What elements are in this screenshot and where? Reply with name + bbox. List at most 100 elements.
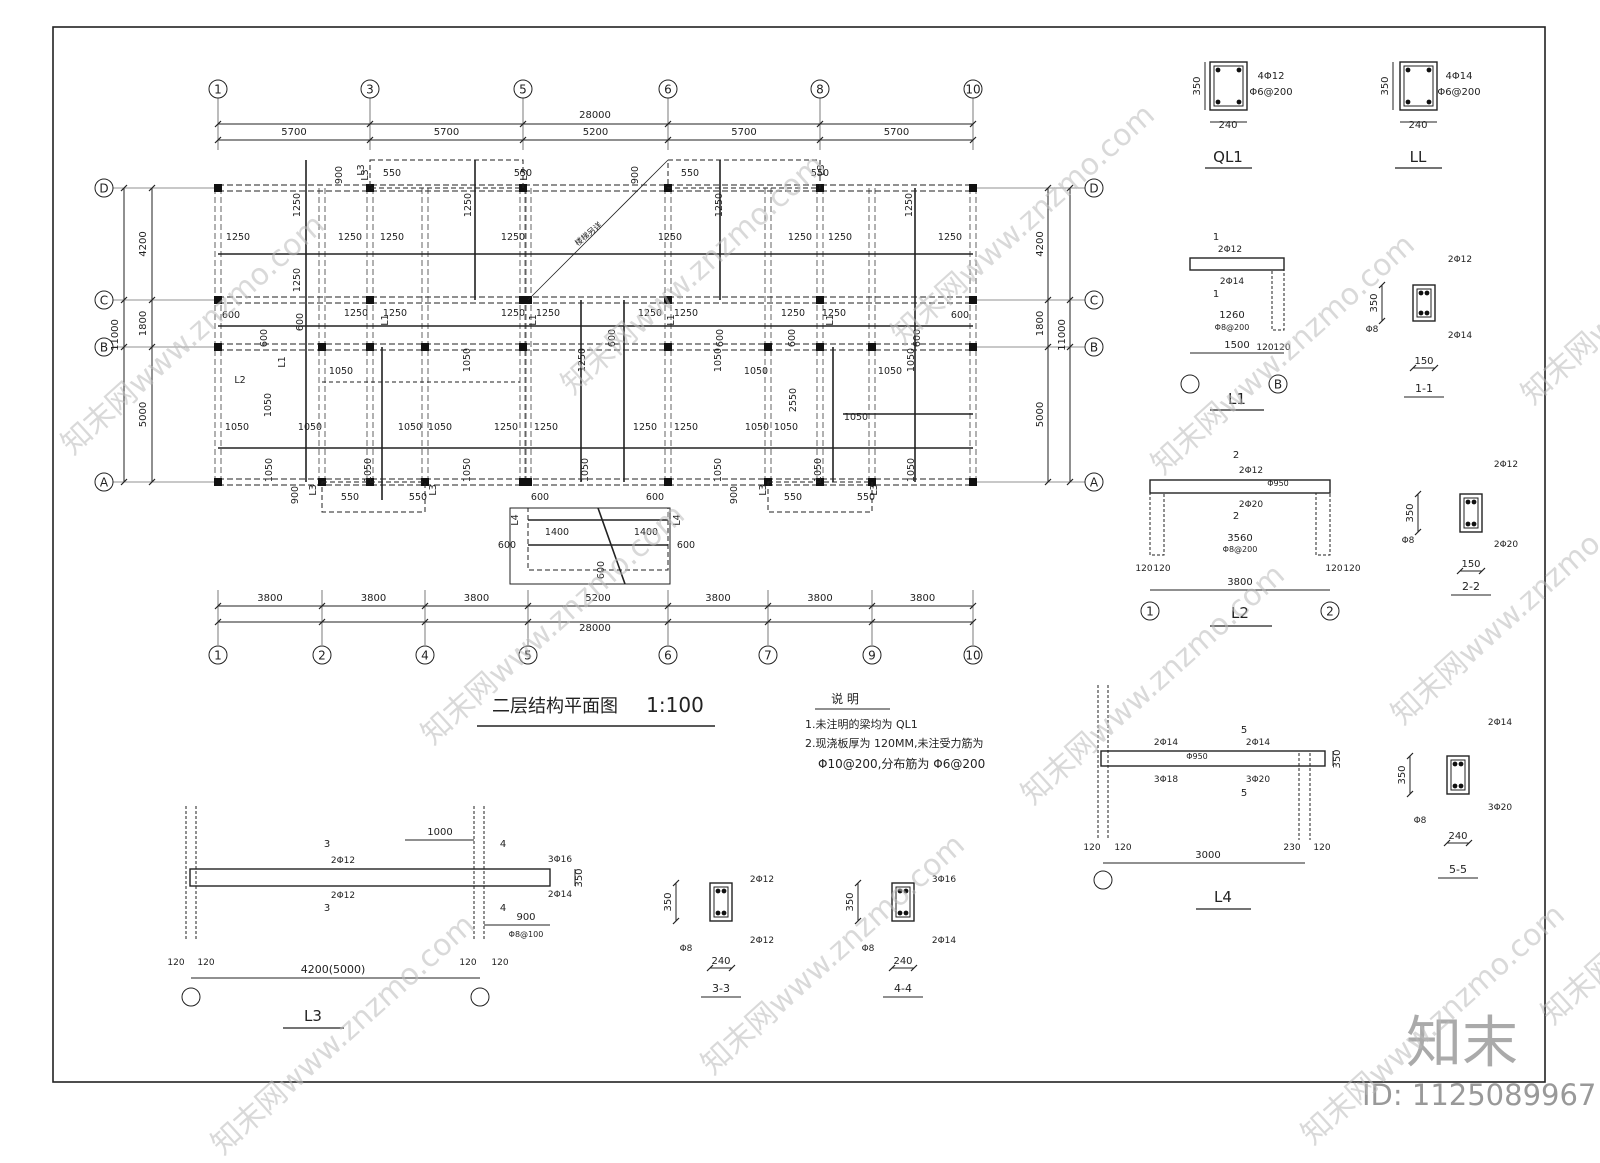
s11-rebar-dot xyxy=(1418,310,1424,316)
dim-tick xyxy=(672,879,680,887)
dim-tick xyxy=(1066,296,1074,304)
slab-dim-d900: 900 xyxy=(630,166,641,184)
dim-right-total: 11000 xyxy=(1057,319,1068,351)
dim-top-span: 5700 xyxy=(434,127,459,138)
dim-left-total: 11000 xyxy=(110,319,121,351)
dim-tick xyxy=(1456,567,1464,575)
l2-wall-right xyxy=(1315,492,1331,556)
slab-dim-d1250: 1250 xyxy=(292,268,303,292)
s33-stirrup xyxy=(713,886,729,918)
s22-rebar-dot xyxy=(1471,499,1477,505)
axis-bubble-top-label: 8 xyxy=(816,83,824,97)
s22-top: 2Φ12 xyxy=(1494,460,1518,470)
l4-w4: 120 xyxy=(1313,843,1330,853)
dim-bottom-total: 28000 xyxy=(579,623,611,634)
ll-rebar2: Φ6@200 xyxy=(1437,87,1480,98)
column xyxy=(969,184,977,192)
s22-rebar-dot xyxy=(1471,521,1477,527)
ql1-label: QL1 xyxy=(1213,148,1243,166)
slab-dim-L1: L1 xyxy=(825,314,836,325)
l4-span: 3000 xyxy=(1195,850,1220,861)
s11-width: 150 xyxy=(1414,356,1433,367)
dim-tick xyxy=(1066,478,1074,486)
l1-bottom: 2Φ14 xyxy=(1220,277,1245,287)
l3-w: 120 xyxy=(459,958,476,968)
column xyxy=(366,296,374,304)
balcony-bottom-right xyxy=(767,481,873,513)
slab-dim-d1250: 1250 xyxy=(380,232,404,243)
ll-rebar-dot xyxy=(1426,99,1432,105)
balcony-top-left xyxy=(369,159,524,189)
slab-dim-d1250: 1250 xyxy=(577,348,588,372)
l1-axis-bubble xyxy=(1180,374,1200,394)
s11-bottom: 2Φ14 xyxy=(1448,331,1473,341)
l3-w: 120 xyxy=(167,958,184,968)
axis-bubble-bottom xyxy=(658,645,678,665)
ql1-rebar2: Φ6@200 xyxy=(1249,87,1292,98)
s22-rebar-dot xyxy=(1465,499,1471,505)
l3-span: 4200(5000) xyxy=(301,963,366,976)
slab-dim-d1250: 1250 xyxy=(828,232,852,243)
slab-dim-L3: L3 xyxy=(356,164,367,175)
s55-rebar-dot xyxy=(1458,783,1464,789)
slab-dim-d900: 900 xyxy=(290,486,301,504)
dim-tick xyxy=(1044,184,1052,192)
slab-dim-d1050: 1050 xyxy=(462,348,473,372)
axis-bubble-top-label: 3 xyxy=(366,83,374,97)
s11-rebar-dot xyxy=(1424,290,1430,296)
l3-w: 120 xyxy=(491,958,508,968)
s33-rebar-dot xyxy=(715,888,721,894)
dim-tick xyxy=(120,478,128,486)
column xyxy=(366,343,374,351)
slab-dim-d900: 900 xyxy=(334,166,345,184)
slab-dim-d1250: 1250 xyxy=(674,422,698,433)
slab-dim-d1250: 1250 xyxy=(633,422,657,433)
axis-bubble-bottom-label: 2 xyxy=(318,649,326,663)
dim-tick xyxy=(706,964,714,972)
slab-dim-d1050: 1050 xyxy=(462,458,473,482)
l2-w: 120 xyxy=(1343,564,1360,574)
slab-dim-d1250: 1250 xyxy=(534,422,558,433)
slab-dim-d1250: 1250 xyxy=(822,308,846,319)
slab-dim-d1050: 1050 xyxy=(298,422,322,433)
slab-dim-d1250: 1250 xyxy=(788,232,812,243)
l4-label: L4 xyxy=(1214,888,1232,906)
dim-tick xyxy=(1044,296,1052,304)
column xyxy=(969,478,977,486)
column xyxy=(969,296,977,304)
dim-right: 5000 xyxy=(1035,402,1046,427)
s55-rebar-dot xyxy=(1452,783,1458,789)
l1-w2: 120 xyxy=(1273,343,1290,353)
slab-dim-d1050: 1050 xyxy=(774,422,798,433)
s44-rebar-dot xyxy=(903,910,909,916)
slab-dim-d600: 600 xyxy=(787,329,798,347)
slab-dim-d1250: 1250 xyxy=(674,308,698,319)
column xyxy=(868,343,876,351)
s33-top: 2Φ12 xyxy=(750,875,774,885)
ll-outline xyxy=(1399,61,1438,111)
dim-tick xyxy=(854,917,862,925)
s22-outline xyxy=(1459,493,1483,533)
slab-dim-L1: L1 xyxy=(528,314,539,325)
l1-stirrup: Φ8@200 xyxy=(1215,323,1250,332)
axis-bubble-top xyxy=(963,79,983,99)
s33-bottom: 2Φ12 xyxy=(750,936,774,946)
column xyxy=(421,343,429,351)
column xyxy=(519,343,527,351)
dim-left: 4200 xyxy=(138,231,149,256)
slab-dim-d600: 600 xyxy=(531,492,549,503)
slab-dim-d1050: 1050 xyxy=(713,348,724,372)
slab-dim-d550: 550 xyxy=(857,492,875,503)
slab-dim-d1050: 1050 xyxy=(428,422,452,433)
column xyxy=(969,343,977,351)
l2-span: 3800 xyxy=(1227,577,1252,588)
slab-dim-d600: 600 xyxy=(498,540,516,551)
ll-rebar-dot xyxy=(1405,99,1411,105)
dim-tick xyxy=(148,184,156,192)
ql1-stirrup xyxy=(1213,65,1244,107)
l1-axis-b xyxy=(1268,374,1288,394)
column xyxy=(816,296,824,304)
dim-bottom-span: 3800 xyxy=(910,593,935,604)
axis-bubble-right-label: D xyxy=(1089,182,1098,196)
dim-tick xyxy=(1414,490,1422,498)
